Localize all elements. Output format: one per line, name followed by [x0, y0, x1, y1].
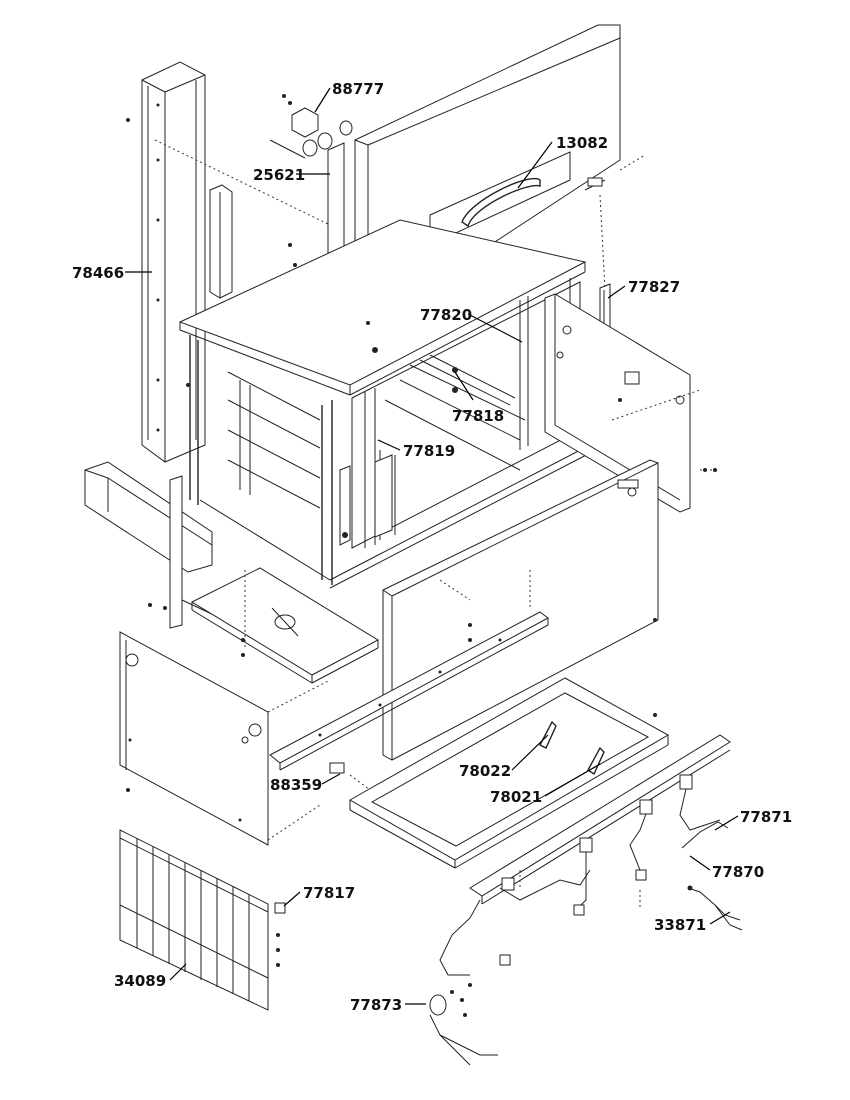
part-labels: 88777 25621 13082 78466 77827 77820 7781… — [72, 80, 792, 1014]
leg-bracket — [329, 762, 345, 774]
label-88777: 88777 — [332, 80, 384, 98]
right-side-panel — [544, 293, 691, 513]
label-77827: 77827 — [628, 278, 680, 296]
label-33871: 33871 — [654, 916, 706, 934]
left-side-panel — [141, 61, 206, 463]
assembly-guide-lines — [154, 139, 720, 910]
pilot-assembly — [687, 885, 743, 931]
base-frame — [348, 677, 670, 869]
front-base-rail — [269, 611, 549, 771]
label-34089: 34089 — [114, 972, 166, 990]
label-78022: 78022 — [459, 762, 511, 780]
kick-panel-bracket — [274, 902, 286, 967]
front-control-panel — [382, 459, 659, 761]
label-78021: 78021 — [490, 788, 542, 806]
label-25621: 25621 — [253, 166, 305, 184]
label-77819: 77819 — [403, 442, 455, 460]
label-77820: 77820 — [420, 306, 472, 324]
left-front-trim — [84, 461, 213, 573]
label-77870: 77870 — [712, 863, 764, 881]
left-vertical-bracket — [209, 184, 233, 299]
label-77871: 77871 — [740, 808, 792, 826]
label-77818: 77818 — [452, 407, 504, 425]
callout-leaders — [125, 87, 739, 1005]
lower-left-panel — [119, 631, 269, 846]
label-78466: 78466 — [72, 264, 124, 282]
label-13082: 13082 — [556, 134, 608, 152]
kick-panel — [119, 829, 269, 1011]
label-77817: 77817 — [303, 884, 355, 902]
oven-cavity-frame — [178, 219, 593, 589]
label-77873: 77873 — [350, 996, 402, 1014]
gas-manifold — [439, 734, 731, 976]
label-88359: 88359 — [270, 776, 322, 794]
hardware-fasteners — [126, 118, 717, 1017]
gas-valve — [429, 990, 498, 1066]
bottom-pan — [190, 567, 380, 684]
left-lower-side — [169, 475, 251, 633]
